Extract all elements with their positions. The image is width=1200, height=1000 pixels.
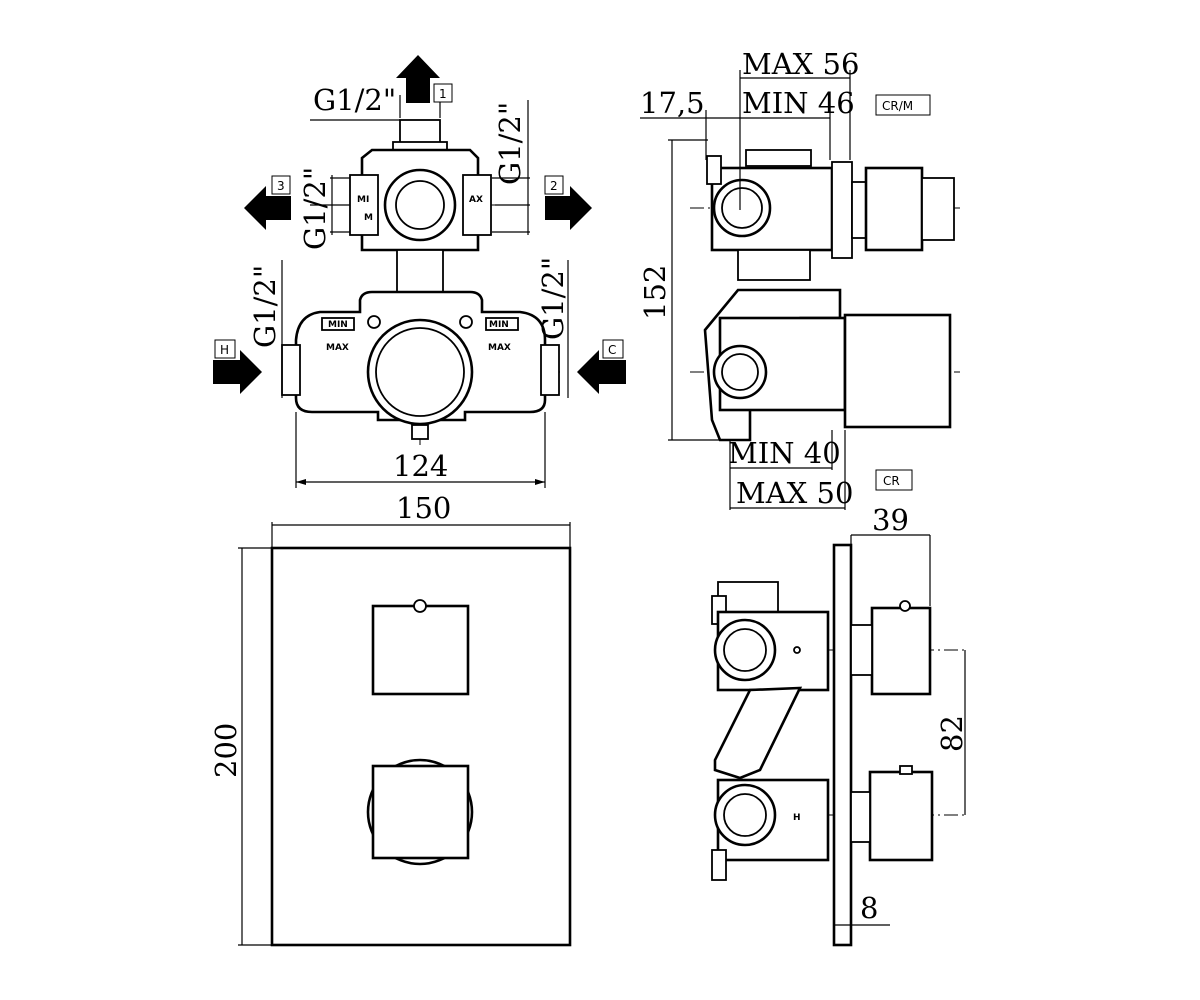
outlet-1-arrow-icon: 1 [396,55,453,103]
valve-body-front-view: MI M AX MIN MAX MIN MAX G1/2" G1/2" [213,55,626,488]
valve-body-side-view: MAX 56 MIN 46 17,5 CR/M 152 MIN 40 MAX 5… [638,47,960,510]
max-depth-top: MAX 56 [742,47,859,81]
port-size-cold: G1/2" [536,257,570,340]
plate-width-dimension: 150 [396,491,451,525]
max-mark-hot: MAX [326,343,349,353]
hot-side-mark: H [793,813,801,823]
cover-plate-front-view: 150 200 [209,491,572,947]
min-mark-left: MI [357,195,369,205]
axis-spacing-dimension: 82 [935,715,969,752]
hot-inlet-label: H [220,343,229,357]
outlet-2-arrow-icon: 2 [544,175,592,230]
port-size-right: G1/2" [493,102,527,185]
outlet-2-label: 2 [550,179,558,193]
outlet-1-label: 1 [439,87,447,101]
hot-inlet-arrow-icon: H [213,339,262,394]
min-mark-cold: MIN [489,320,509,330]
port-size-top: G1/2" [313,83,396,117]
assembled-side-view: H 39 82 8 [711,503,969,947]
plate-thickness-dimension: 8 [860,891,878,925]
cold-inlet-label: C [608,343,616,357]
offset-dimension: 17,5 [640,86,705,120]
min-mark-left-2: M [364,213,373,223]
outlet-3-label: 3 [277,179,285,193]
min-mark-hot: MIN [328,320,348,330]
outlet-3-arrow-icon: 3 [244,175,291,230]
min-depth-bottom: MIN 40 [728,436,841,470]
max-mark-right: AX [469,195,483,205]
min-depth-top: MIN 46 [742,86,855,120]
variant-label-bottom: CR [883,474,900,488]
plate-height-dimension: 200 [209,723,243,778]
variant-label-top: CR/M [882,99,913,113]
handle-depth-dimension: 39 [872,503,909,537]
port-size-left: G1/2" [298,167,332,250]
port-size-hot: G1/2" [248,265,282,348]
width-body-dimension: 124 [393,449,448,483]
cold-inlet-arrow-icon: C [577,339,626,394]
height-dimension: 152 [638,265,672,320]
max-mark-cold: MAX [488,343,511,353]
max-depth-bottom: MAX 50 [736,476,853,510]
